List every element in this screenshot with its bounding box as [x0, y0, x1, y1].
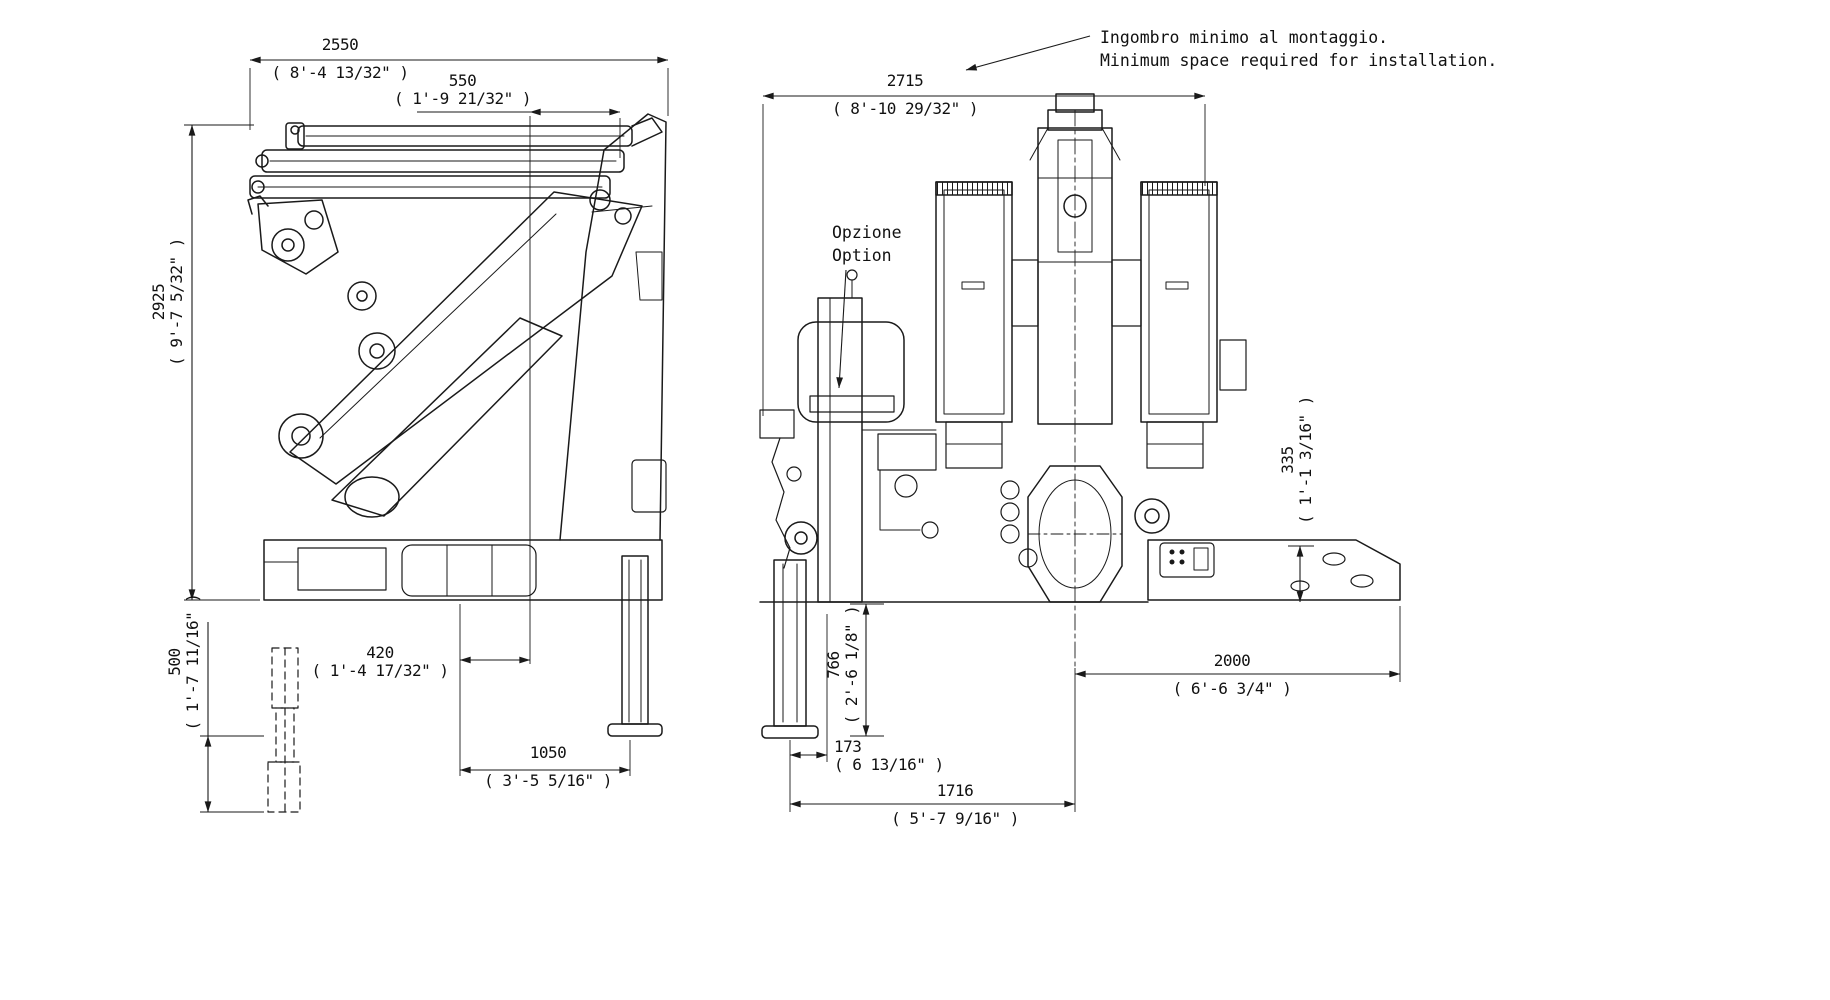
imperial-value: ( 8'-10 29/32" ): [831, 99, 979, 118]
imperial-value: ( 1'-4 17/32" ): [311, 661, 450, 680]
mm-value: 420: [366, 643, 394, 662]
imperial-value: ( 5'-7 9/16" ): [891, 809, 1019, 828]
mm-value: 1716: [936, 781, 974, 800]
imperial-value: ( 1'-7 11/16" ): [183, 593, 202, 731]
dim-rear-overall-width: 2715 ( 8'-10 29/32" ): [815, 72, 995, 118]
imperial-value: ( 6 13/16" ): [834, 755, 944, 774]
note-option-line1: Opzione: [832, 223, 902, 242]
note-option: Opzione Option: [832, 221, 902, 267]
dim-side-stabilizer-extension: 500 ( 1'-7 11/16" ): [163, 577, 205, 747]
mm-value: 2000: [1213, 651, 1251, 670]
imperial-value: ( 9'-7 5/32" ): [167, 238, 186, 366]
dim-side-overall-width: 2550 ( 8'-4 13/32" ): [250, 36, 430, 82]
rear-view-drawing: [759, 93, 1401, 739]
note-installation-line2: Minimum space required for installation.: [1100, 51, 1498, 70]
mm-value: 1050: [529, 743, 567, 762]
mm-value: 550: [448, 71, 477, 90]
imperial-value: ( 8'-4 13/32" ): [271, 63, 410, 82]
imperial-value: ( 3'-5 5/16" ): [484, 771, 612, 790]
dim-rear-plate-offset: 2000 ( 6'-6 3/4" ): [1142, 652, 1322, 698]
mm-value: 766: [824, 651, 843, 679]
imperial-value: ( 6'-6 3/4" ): [1172, 679, 1292, 698]
dim-side-overall-height: 2925 ( 9'-7 5/32" ): [147, 202, 189, 402]
mm-value: 173: [834, 737, 862, 756]
imperial-value: ( 2'-6 1/8" ): [842, 605, 861, 725]
dim-side-boom-offset: 550 ( 1'-9 21/32" ): [380, 72, 545, 108]
note-installation-line1: Ingombro minimo al montaggio.: [1100, 28, 1389, 47]
dim-rear-stabilizer-height: 766 ( 2'-6 1/8" ): [822, 580, 864, 750]
side-view-drawing: [247, 113, 667, 813]
mm-value: 2715: [886, 71, 924, 90]
dimension-lines: [184, 35, 1401, 813]
dim-rear-plate-height: 335 ( 1'-1 3/16" ): [1276, 375, 1318, 545]
mm-value: 335: [1278, 446, 1297, 474]
imperial-value: ( 1'-9 21/32" ): [394, 89, 532, 108]
dim-rear-track-width: 1716 ( 5'-7 9/16" ): [865, 782, 1045, 828]
mm-value: 2550: [321, 35, 359, 54]
mm-value: 2925: [149, 283, 168, 321]
note-installation: Ingombro minimo al montaggio. Minimum sp…: [1100, 26, 1497, 72]
dim-side-base-offset: 420 ( 1'-4 17/32" ): [300, 644, 460, 680]
imperial-value: ( 1'-1 3/16" ): [1296, 396, 1315, 524]
note-option-line2: Option: [832, 246, 892, 265]
dim-side-base-length: 1050 ( 3'-5 5/16" ): [468, 744, 628, 790]
dim-rear-leg-offset: 173 ( 6 13/16" ): [834, 738, 964, 774]
mm-value: 500: [165, 648, 184, 676]
